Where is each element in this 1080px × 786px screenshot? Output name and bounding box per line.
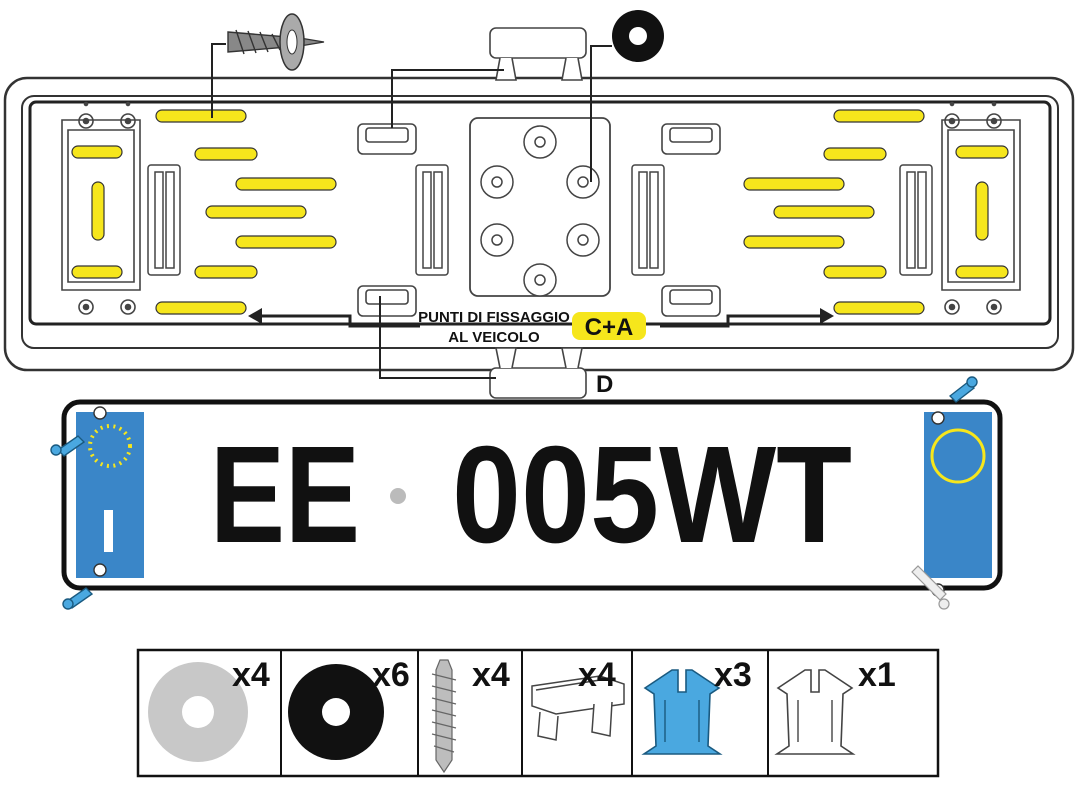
part-quantity: x1 [858,656,896,694]
part-quantity: x4 [578,656,616,694]
bottom-bracket [489,347,587,399]
blue-pin-icon [56,435,86,457]
arrow-left-head [248,308,262,324]
region-circle-icon [930,428,986,484]
country-code: I [0,0,1,1]
mounting-arrows [260,314,822,328]
plate-text-left: EE [210,418,360,572]
leader-lines [211,43,612,379]
screw-icon [431,659,457,774]
part-quantity: x3 [714,656,752,694]
d-label: D [596,371,613,398]
pin-icon [931,411,945,425]
part-cell-screw: x4 [431,656,510,774]
clip-bracket-icon [531,675,625,741]
top-bracket [489,27,587,81]
part-quantity: x6 [372,656,410,694]
part-cell-blue-plug: x3 [641,656,752,755]
central-mounting-plate [469,117,611,297]
part-quantity: x4 [472,656,510,694]
mounting-points-label-2: AL VEICOLO [448,329,540,346]
pin-icon [93,406,107,420]
ca-badge [572,312,646,340]
frame-clips [357,123,721,317]
vertical-slots [147,164,933,276]
white-pin-icon [911,565,947,601]
part-cell-black-washer: x6 [288,656,410,760]
white-plug-icon [774,669,856,755]
right-end-panel [941,101,1021,315]
part-cell-white-plug: x1 [774,656,896,755]
part-cell-clip-bracket: x4 [531,656,625,741]
black-washer-callout-icon [612,10,664,62]
yellow-strips [71,109,1009,315]
part-quantity: x4 [232,656,270,694]
plate-text-right: 005WT [452,418,852,572]
screw-callout-icon [227,13,325,71]
license-plate: I EE 005WT [0,0,1003,610]
left-end-panel [61,101,141,315]
ca-badge-text: C+A [585,314,634,341]
blue-plug-icon [641,669,723,755]
blue-pin-icon [948,381,976,403]
mounting-points-label-1: PUNTI DI FISSAGGIO [418,309,570,326]
plate-separator-dot [390,488,406,504]
part-cell-grey-washer: x4 [148,656,270,762]
pin-icon [93,563,107,577]
arrow-right-head [820,308,834,324]
eu-stars-icon [88,424,132,468]
